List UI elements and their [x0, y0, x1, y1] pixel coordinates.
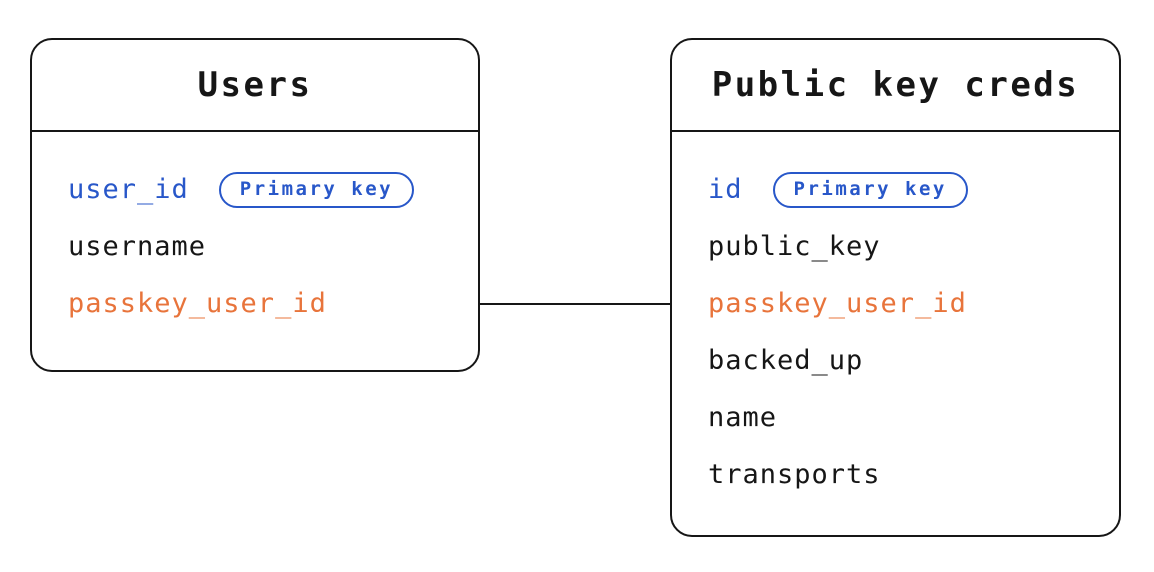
field-row-user-id: user_id Primary key	[68, 161, 478, 218]
field-row-id: id Primary key	[708, 161, 1119, 218]
field-row-public-key: public_key	[708, 218, 1119, 275]
table-public-key-creds-fields: id Primary key public_key passkey_user_i…	[672, 132, 1119, 503]
field-label-user-id: user_id	[68, 174, 189, 205]
field-label-public-key: public_key	[708, 231, 881, 262]
field-row-name: name	[708, 389, 1119, 446]
field-label-passkey-user-id: passkey_user_id	[708, 288, 967, 319]
primary-key-badge: Primary key	[772, 171, 968, 208]
primary-key-badge: Primary key	[218, 171, 415, 208]
field-label-passkey-user-id: passkey_user_id	[68, 288, 327, 319]
table-users-fields: user_id Primary key username passkey_use…	[32, 132, 478, 332]
table-users: Users user_id Primary key username passk…	[30, 38, 480, 372]
field-row-transports: transports	[708, 446, 1119, 503]
field-row-username: username	[68, 218, 478, 275]
table-public-key-creds: Public key creds id Primary key public_k…	[670, 38, 1121, 537]
field-label-username: username	[68, 231, 207, 262]
field-row-passkey-user-id: passkey_user_id	[708, 275, 1119, 332]
field-label-name: name	[708, 402, 778, 433]
field-label-backed-up: backed_up	[708, 345, 864, 376]
field-row-backed-up: backed_up	[708, 332, 1119, 389]
field-label-transports: transports	[708, 459, 881, 490]
table-users-title: Users	[32, 40, 478, 132]
field-label-id: id	[708, 174, 743, 205]
table-public-key-creds-title: Public key creds	[672, 40, 1119, 132]
field-row-passkey-user-id: passkey_user_id	[68, 275, 478, 332]
relationship-line	[480, 303, 670, 305]
